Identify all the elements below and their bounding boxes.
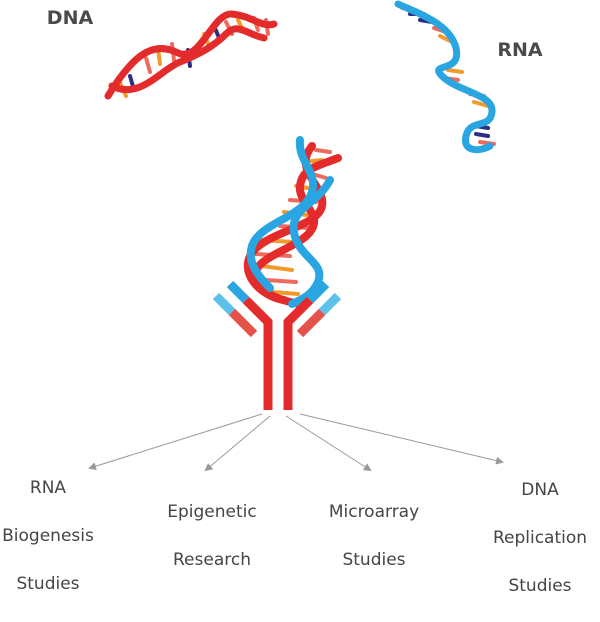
- arrow-dna-replication: [299, 413, 504, 465]
- arrow-rna-biogenesis: [88, 413, 263, 471]
- application-line: Studies: [342, 550, 406, 570]
- antibody-icon: [212, 280, 342, 410]
- rna-label: RNA: [497, 39, 543, 61]
- application-rna-biogenesis: RNA Biogenesis Studies: [0, 452, 96, 620]
- diagram-canvas: DNA RNA RNA Biogenesis Studies Epigeneti…: [2, 0, 587, 596]
- application-epigenetic-research: Epigenetic Research: [150, 476, 274, 596]
- application-line: Biogenesis: [2, 526, 94, 546]
- application-line: Studies: [508, 576, 572, 596]
- application-arrows: [88, 413, 504, 472]
- arrow-microarray: [285, 415, 372, 472]
- application-line: Studies: [16, 574, 80, 594]
- application-line: RNA: [29, 478, 67, 498]
- application-line: Replication: [492, 528, 588, 548]
- application-microarray-studies: Microarray Studies: [312, 476, 436, 596]
- arrow-epigenetic: [204, 415, 271, 472]
- dna-label: DNA: [46, 7, 94, 29]
- dna-helix-icon: [104, 10, 278, 100]
- application-line: Epigenetic: [167, 502, 257, 522]
- application-line: Research: [173, 550, 251, 570]
- rna-strand-icon: [394, 0, 496, 154]
- application-line: DNA: [521, 480, 559, 500]
- application-line: Microarray: [328, 502, 420, 522]
- application-dna-replication: DNA Replication Studies: [482, 454, 598, 622]
- hybrid-helix-icon: [243, 136, 342, 308]
- diagram-graphics: [88, 0, 504, 472]
